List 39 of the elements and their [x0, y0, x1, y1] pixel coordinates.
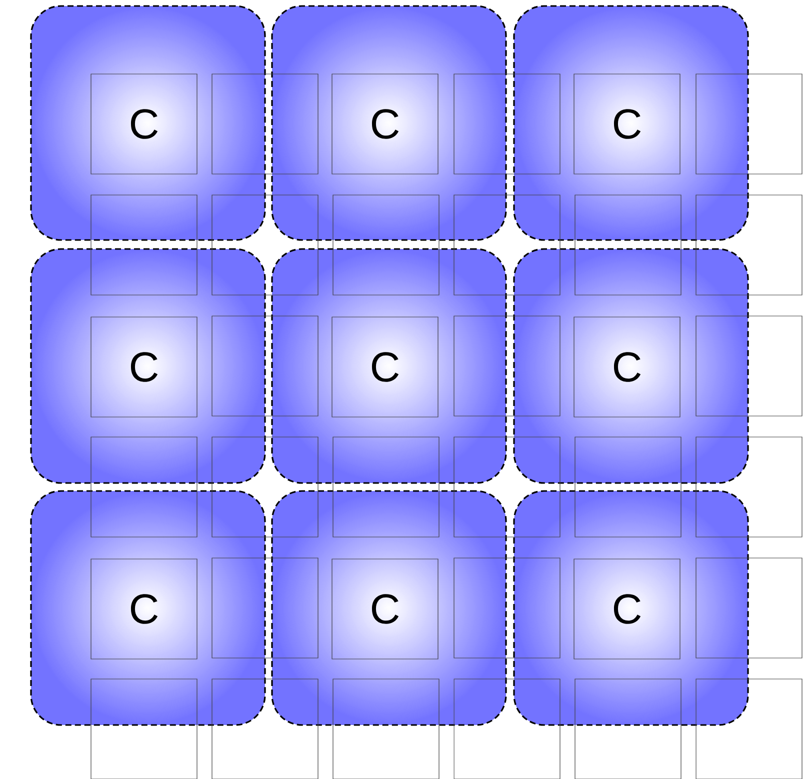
labeled-rectangle: C — [332, 74, 438, 174]
grid-rectangle — [454, 316, 560, 416]
rounded-region — [30, 248, 266, 484]
grid-rectangle — [454, 436, 560, 538]
rounded-region — [271, 490, 507, 726]
grid-rectangle — [696, 194, 802, 296]
grid-rectangle — [696, 558, 802, 658]
grid-rectangle — [212, 558, 318, 658]
grid-rectangle — [212, 436, 318, 538]
labeled-rectangle: C — [574, 558, 680, 660]
labeled-rectangle: C — [90, 316, 198, 418]
rounded-region — [513, 248, 749, 484]
grid-rectangle — [90, 194, 198, 296]
rounded-region — [271, 248, 507, 484]
labeled-rectangle: C — [574, 316, 680, 418]
grid-rectangle — [454, 194, 560, 296]
rounded-region — [513, 490, 749, 726]
grid-rectangle — [212, 194, 318, 296]
labeled-rectangle: C — [90, 558, 198, 660]
labeled-rectangle: C — [332, 316, 438, 418]
labeled-rectangle: C — [90, 74, 198, 174]
rounded-region — [513, 5, 749, 241]
grid-rectangle — [696, 316, 802, 416]
rounded-region — [30, 490, 266, 726]
grid-rectangle — [574, 436, 682, 538]
labeled-rectangle: C — [574, 74, 680, 174]
labeled-rectangle: C — [332, 558, 438, 660]
grid-rectangle — [332, 436, 440, 538]
grid-rectangle — [212, 316, 318, 416]
grid-rectangle — [454, 558, 560, 658]
rounded-region — [30, 5, 266, 241]
grid-rectangle — [454, 74, 560, 174]
grid-rectangle — [696, 436, 802, 538]
grid-rectangle — [90, 436, 198, 538]
grid-rectangle — [212, 74, 318, 174]
grid-rectangle — [332, 194, 440, 296]
grid-rectangle — [696, 74, 802, 174]
grid-rectangle — [574, 194, 682, 296]
rounded-region — [271, 5, 507, 241]
